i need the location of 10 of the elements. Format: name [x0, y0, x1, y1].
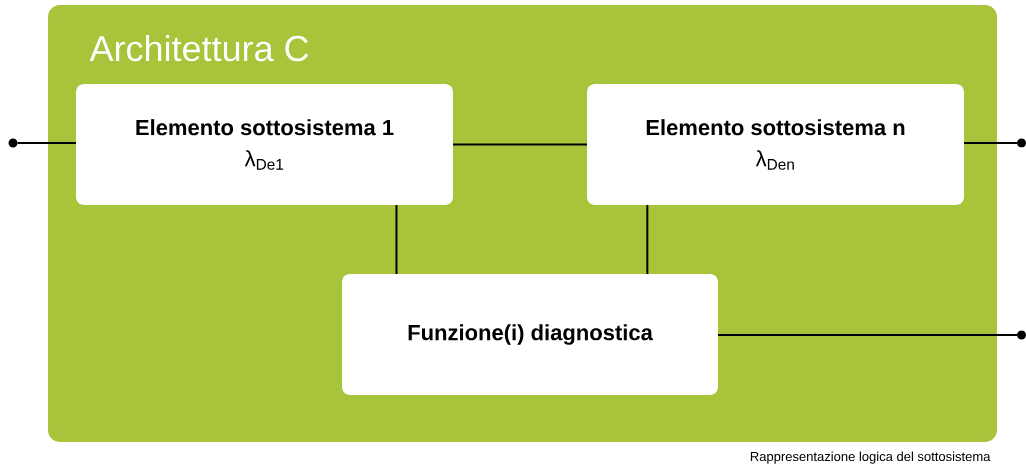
connector-line	[452, 143, 588, 146]
process-box: Funzione(i) diagnostica	[342, 274, 718, 395]
process-box: Elemento sottosistema 1 λ$_{De1}$	[76, 84, 453, 205]
caption: Rappresentazione logica del sottosistema	[750, 451, 991, 464]
connector-line	[717, 334, 1018, 336]
process-box: Elemento sottosistema n λ$_{Den}$	[587, 84, 964, 205]
connector-line	[646, 204, 649, 275]
connector-line	[16, 142, 77, 144]
connector-line	[963, 142, 1018, 144]
connector-line	[395, 204, 398, 275]
